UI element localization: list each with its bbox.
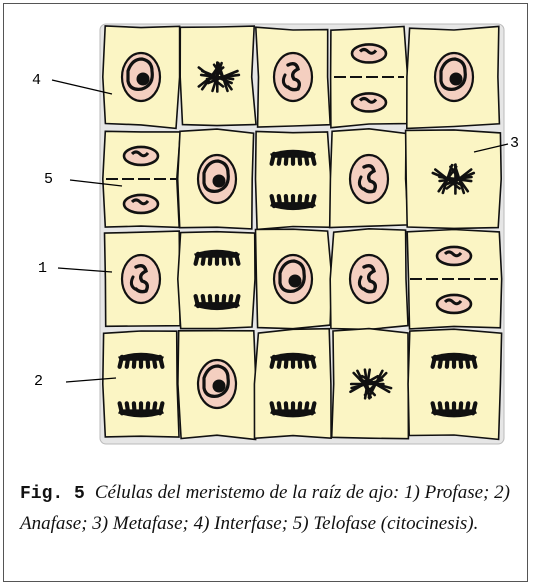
cell-interphase [103, 26, 180, 128]
cell-prophase [330, 129, 409, 228]
cell-telophase [331, 27, 408, 128]
cell-wall [256, 131, 332, 229]
cell-interphase [178, 129, 254, 229]
nucleus-interphase [435, 53, 473, 101]
cell-anaphase [254, 329, 331, 439]
cell-interphase [178, 331, 256, 440]
cell-anaphase [408, 329, 502, 439]
cell-metaphase [406, 130, 502, 229]
cell-telophase [407, 230, 502, 329]
cell-interphase [256, 229, 332, 329]
caption-text: Células del meristemo de la raíz de ajo:… [20, 482, 510, 534]
cell-telophase [103, 131, 181, 227]
cell-prophase [256, 27, 330, 127]
callout-label-2: 2 [34, 373, 43, 390]
cell-anaphase [103, 331, 179, 437]
cell-grid [103, 26, 502, 440]
nucleus-interphase [198, 155, 236, 203]
nucleus-prophase [350, 155, 388, 203]
meristem-diagram: 4 5 1 2 3 [0, 0, 533, 470]
cell-wall [178, 232, 255, 329]
nucleus-interphase [274, 255, 312, 303]
callout-label-4: 4 [32, 72, 41, 89]
nucleus-prophase [122, 255, 160, 303]
callout-label-5: 5 [44, 171, 53, 188]
cell-wall [254, 329, 331, 439]
cell-metaphase [332, 329, 409, 439]
nucleus-interphase [122, 53, 160, 101]
figure-number: Fig. 5 [20, 484, 85, 504]
callout-label-3: 3 [510, 135, 519, 152]
callout-label-1: 1 [38, 260, 47, 277]
cell-wall [103, 331, 179, 437]
nucleus-interphase [198, 360, 236, 408]
cell-prophase [330, 229, 408, 330]
cell-metaphase [180, 26, 256, 126]
cell-wall [408, 329, 502, 439]
nucleus-prophase [350, 255, 388, 303]
cell-anaphase [256, 131, 332, 229]
cell-prophase [105, 231, 181, 326]
nucleus-prophase [274, 53, 312, 101]
cell-interphase [407, 26, 500, 128]
cell-anaphase [178, 232, 255, 329]
